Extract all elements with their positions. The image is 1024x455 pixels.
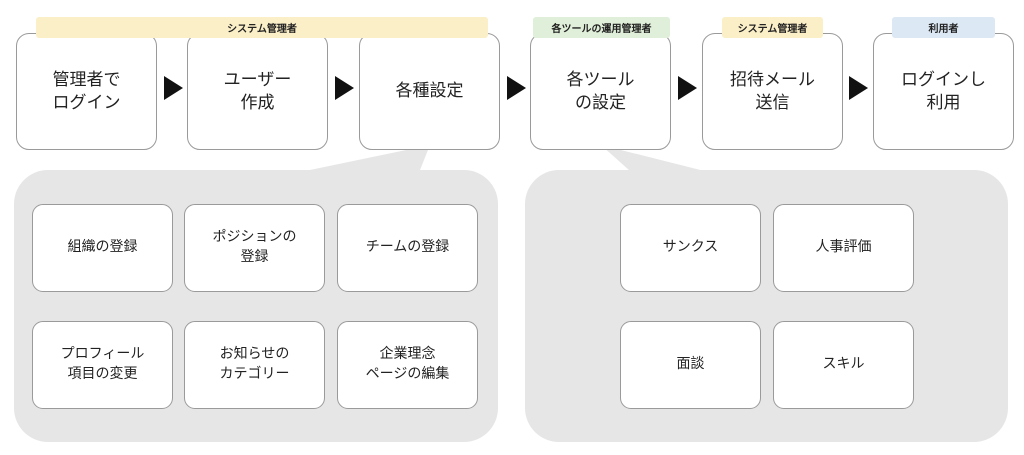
- card-skills: スキル: [773, 321, 914, 409]
- role-band-system-admin-2: システム管理者: [722, 17, 823, 38]
- card-thanks: サンクス: [620, 204, 761, 292]
- card-hr-evaluation: 人事評価: [773, 204, 914, 292]
- role-band-user: 利用者: [892, 17, 995, 38]
- card-edit-profile-fields: プロフィール 項目の変更: [32, 321, 173, 409]
- flow-arrow: [164, 76, 183, 100]
- flow-arrow: [849, 76, 868, 100]
- flow-arrow: [678, 76, 697, 100]
- step-create-users: ユーザー 作成: [187, 33, 328, 150]
- step-send-invites: 招待メール 送信: [702, 33, 843, 150]
- flow-arrow: [507, 76, 526, 100]
- card-interview: 面談: [620, 321, 761, 409]
- card-register-organization: 組織の登録: [32, 204, 173, 292]
- step-tool-settings: 各ツール の設定: [530, 33, 671, 150]
- card-register-positions: ポジションの 登録: [184, 204, 325, 292]
- role-band-system-admin: システム管理者: [36, 17, 488, 38]
- step-general-settings: 各種設定: [359, 33, 500, 150]
- step-login-and-use: ログインし 利用: [873, 33, 1014, 150]
- card-notice-categories: お知らせの カテゴリー: [184, 321, 325, 409]
- card-edit-philosophy-page: 企業理念 ページの編集: [337, 321, 478, 409]
- tool-settings-panel: [525, 170, 1008, 442]
- flow-arrow: [335, 76, 354, 100]
- role-band-tool-admin: 各ツールの運用管理者: [533, 17, 670, 38]
- card-register-teams: チームの登録: [337, 204, 478, 292]
- step-admin-login: 管理者で ログイン: [16, 33, 157, 150]
